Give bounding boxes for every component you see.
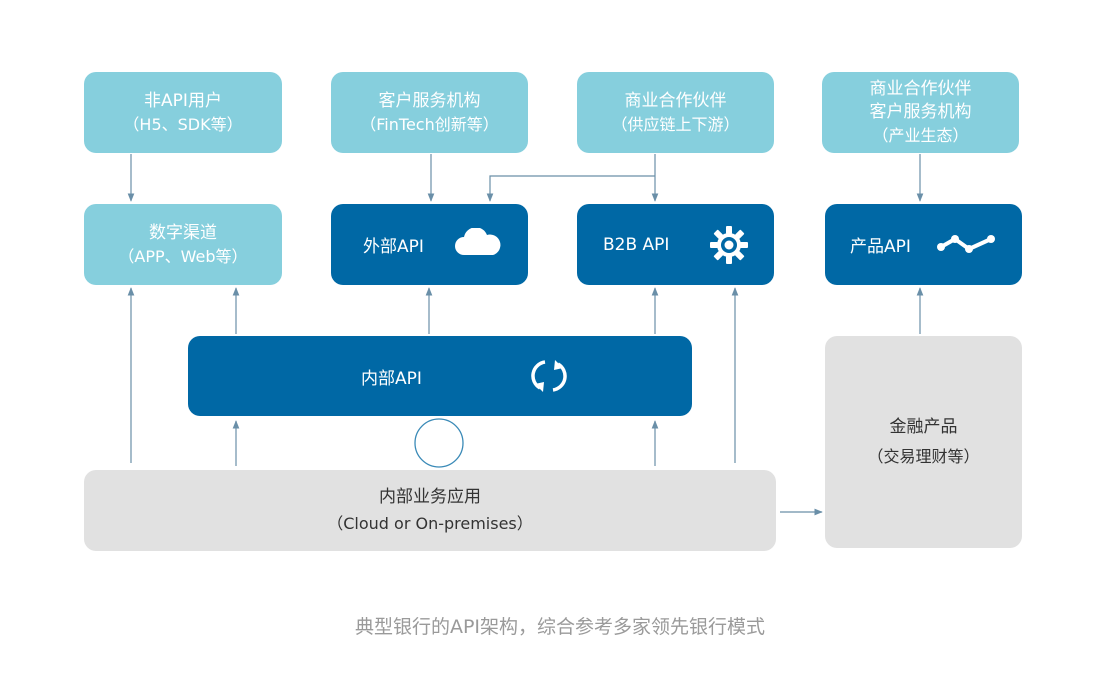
financial-products-sub: （交易理财等） (867, 447, 980, 466)
b2b-api-box: B2B API (577, 204, 774, 285)
line-chart-icon (937, 235, 995, 253)
internal-apps-sub: （Cloud or On-premises） (327, 514, 533, 533)
internal-api-box: 内部API (188, 336, 692, 416)
ecosystem-sub: （产业生态） (872, 126, 969, 145)
financial-products-box: 金融产品 （交易理财等） (825, 336, 1022, 548)
refresh-icon (531, 360, 567, 392)
external-api-label: 外部API (363, 237, 424, 257)
connector-circle (414, 418, 464, 468)
cloud-icon (455, 228, 501, 255)
non-api-users-title: 非API用户 (144, 90, 222, 111)
non-api-users-sub: （H5、SDK等） (123, 114, 243, 134)
digital-channel-title: 数字渠道 (149, 222, 217, 243)
non-api-users-box: 非API用户 （H5、SDK等） (84, 72, 282, 153)
internal-apps-box: 内部业务应用 （Cloud or On-premises） (84, 470, 776, 551)
digital-channel-box: 数字渠道 （APP、Web等） (84, 204, 282, 285)
figure-caption: 典型银行的API架构，综合参考多家领先银行模式 (354, 616, 766, 638)
ecosystem-title-1: 商业合作伙伴 (869, 79, 972, 99)
external-api-box: 外部API (331, 204, 528, 285)
gear-icon (710, 226, 748, 264)
internal-api-label: 内部API (361, 368, 422, 389)
business-partners-sub: （供应链上下游） (611, 114, 740, 134)
product-api-box: 产品API (825, 204, 1022, 285)
financial-products-title: 金融产品 (889, 417, 958, 437)
service-institutions-title: 客户服务机构 (378, 90, 481, 111)
service-institutions-box: 客户服务机构 （FinTech创新等） (331, 72, 528, 153)
arrow-partner-to-external (486, 175, 655, 202)
service-institutions-sub: （FinTech创新等） (360, 114, 499, 134)
business-partners-box: 商业合作伙伴 （供应链上下游） (577, 72, 774, 153)
digital-channel-sub: （APP、Web等） (118, 246, 248, 266)
b2b-api-label: B2B API (603, 234, 670, 255)
ecosystem-title-2: 客户服务机构 (869, 102, 972, 122)
business-partners-title: 商业合作伙伴 (624, 90, 727, 111)
product-api-label: 产品API (850, 237, 911, 257)
internal-apps-title: 内部业务应用 (379, 487, 481, 507)
ecosystem-box: 商业合作伙伴 客户服务机构 （产业生态） (822, 72, 1019, 153)
